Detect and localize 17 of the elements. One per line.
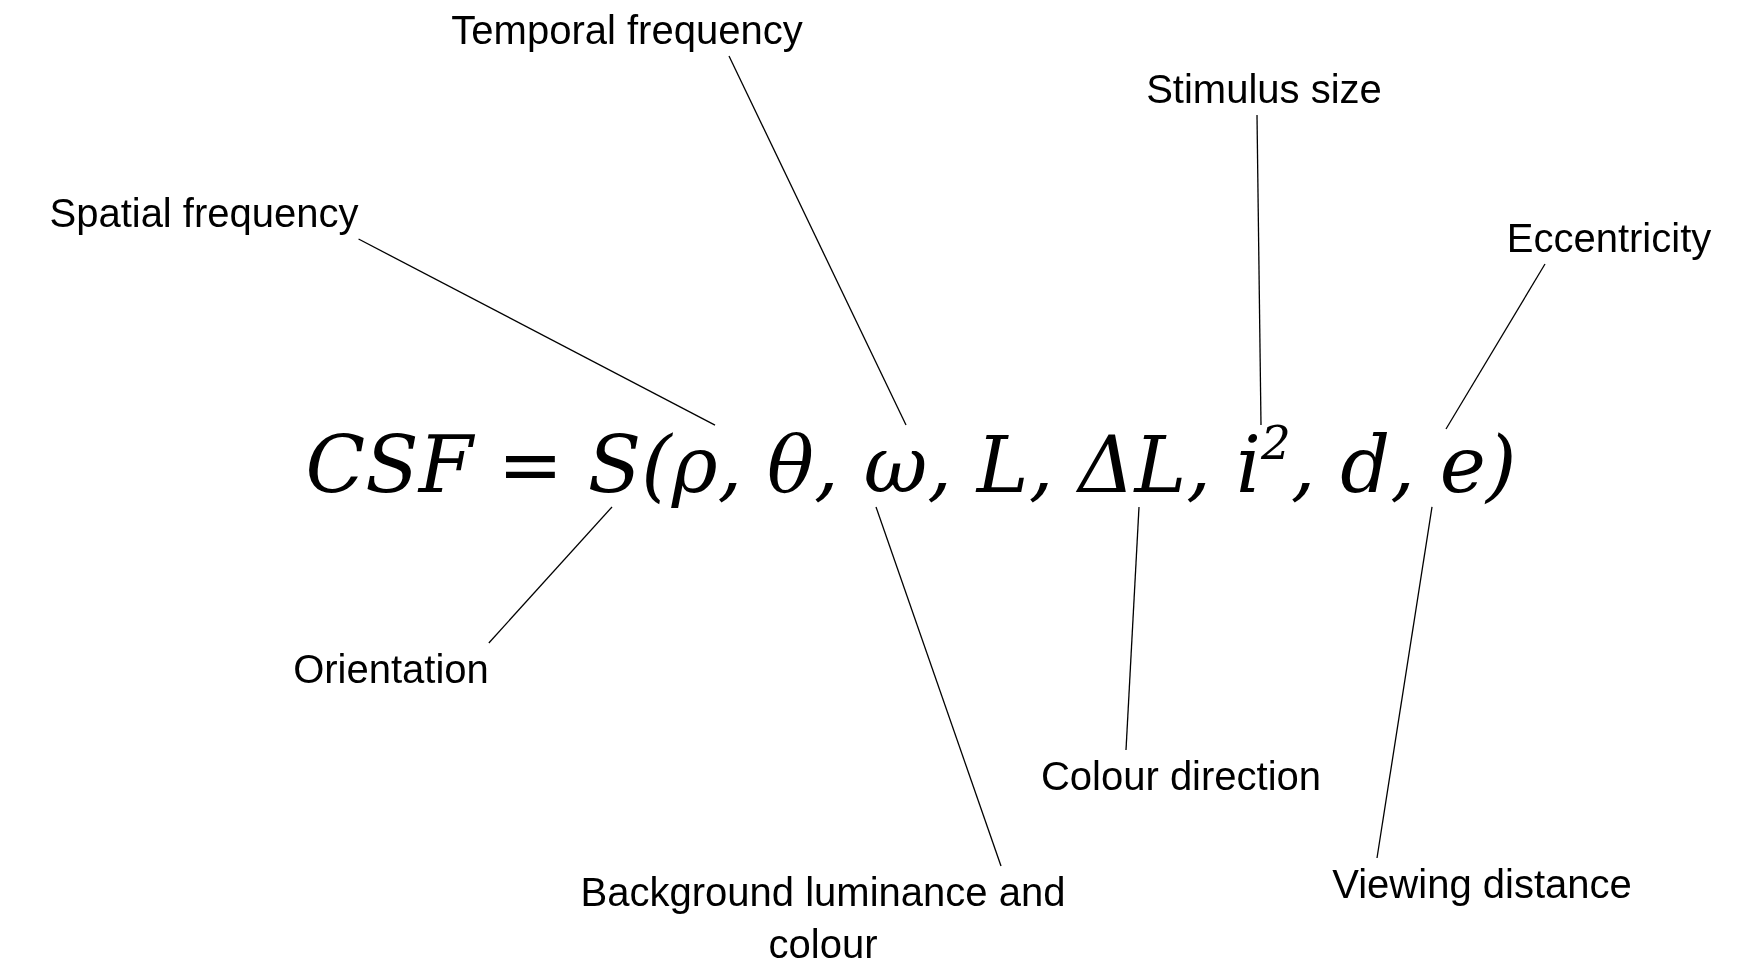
leader-line [875, 506, 1002, 867]
parameter-label: Temporal frequency [451, 4, 803, 56]
parameter-label: Background luminance and colour [563, 866, 1083, 970]
leader-line [1445, 263, 1546, 430]
leader-line [1125, 506, 1140, 751]
parameter-label: Viewing distance [1332, 858, 1632, 910]
leader-line [488, 506, 613, 644]
parameter-label: Colour direction [1040, 750, 1322, 802]
leader-line [1376, 506, 1433, 859]
leader-line [728, 55, 907, 426]
parameter-label: Orientation [293, 643, 489, 695]
parameter-label: Stimulus size [1146, 63, 1382, 115]
parameter-label: Spatial frequency [49, 187, 359, 239]
formula: CSF = S(ρ, θ, ω, L, ΔL, i$^{2}$, d, e) [305, 425, 1517, 507]
leader-line [1256, 114, 1262, 426]
parameter-label: Eccentricity [1506, 212, 1712, 264]
leader-line [357, 238, 716, 426]
